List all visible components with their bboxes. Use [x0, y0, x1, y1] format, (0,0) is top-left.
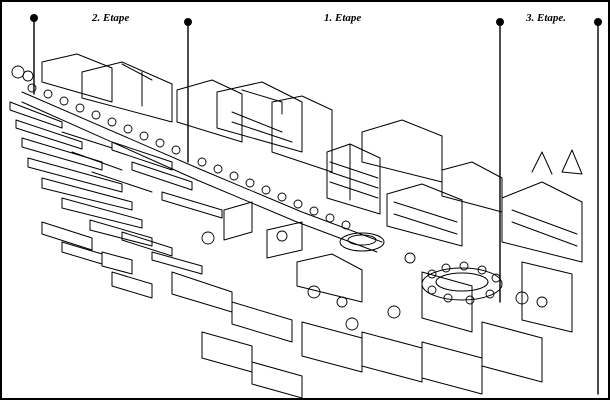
circular-plazas — [339, 232, 503, 305]
scattered-trees — [11, 65, 548, 331]
tree-lined-boulevard — [21, 83, 383, 253]
stage-3-label: 3. Etape. — [526, 12, 567, 24]
industrial-sheds — [9, 101, 223, 275]
stage-2-label: 2. Etape — [92, 12, 130, 24]
stage-1-label: 1. Etape — [324, 12, 362, 24]
right-hand-blocks — [361, 119, 583, 333]
apartment-blocks — [41, 53, 333, 173]
stage-marker-poles — [30, 14, 602, 395]
office-tower — [326, 143, 381, 215]
foreground-buildings — [41, 201, 543, 398]
